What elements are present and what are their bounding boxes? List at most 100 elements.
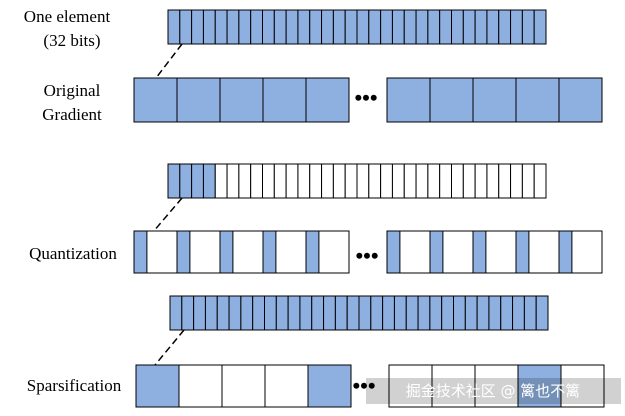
bits-quant-bit [474,163,488,199]
sparsification-cell [178,364,223,408]
bits-top-bit [498,9,512,45]
diagram-shapes [133,9,605,408]
bits-quant-bit [297,163,311,199]
bits-sparse-bit [204,295,218,331]
bits-top-bit [262,9,275,45]
bits-quant-bit [321,163,334,199]
label-quantization: Quantization [29,244,117,263]
original-cell [515,77,560,123]
bits-top-bit [309,9,323,45]
bits-top-bit [439,9,452,45]
bits-sparse-bit [252,295,265,331]
label-sparsification: Sparsification [27,376,122,395]
sparsification-cell [431,364,476,408]
bits-sparse-bit [382,295,395,331]
bits-top-bit [368,9,382,45]
ellipsis-original: ••• [354,85,377,110]
original-cell [176,77,221,123]
bits-sparse-bit [228,295,242,331]
bits-sparse-bit [393,295,407,331]
bits-quant-bit [332,163,346,199]
bits-quant-bit [498,163,512,199]
bits-sparse-bit [441,295,454,331]
bits-sparse-bit [193,295,206,331]
bits-quant-bit [403,163,417,199]
original-cell [262,77,307,123]
quantization-cell-fill [176,230,191,274]
bits-top-bit [273,9,287,45]
watermark-text: 掘金技术社区 @ 篱也不篱 [406,382,581,400]
bits-top-bit [167,9,181,45]
bits-quant-bit [309,163,323,199]
bits-sparse-bit [323,295,336,331]
bits-quant-bit [226,163,240,199]
original-cell [219,77,264,123]
bits-sparse-bit [476,295,490,331]
bits-quant-bit [451,163,464,199]
sparsification-cell [307,364,352,408]
bits-top-bit [238,9,252,45]
bits-quant-bit [202,163,216,199]
bits-quant-bit [415,163,429,199]
bits-sparse-bit [334,295,348,331]
bits-quant-bit [486,163,500,199]
label-gradient: Gradient [42,105,102,124]
bits-sparse-bit [500,295,514,331]
quantization-cell-fill [515,230,530,274]
sparsification-cell [135,364,180,408]
bits-quant-bit [179,163,193,199]
bits-top-bit [191,9,204,45]
original-cell [305,77,350,123]
bits-top-bit [297,9,311,45]
ellipsis-sparsification: ••• [352,373,375,398]
bits-quant-bit [462,163,476,199]
bits-quant-bit [191,163,204,199]
sparsification-cell [474,364,519,408]
bits-sparse-bit [181,295,195,331]
original-cell [558,77,603,123]
bits-top-bit [380,9,393,45]
bits-quant-bit [238,163,252,199]
original-cell [133,77,178,123]
bits-sparse-bit [535,295,549,331]
bits-top-bit [344,9,358,45]
bits-sparse-bit [358,295,372,331]
bits-sparse-bit [240,295,254,331]
zoom-line-top [155,43,183,79]
quantization-cell-fill [262,230,277,274]
bits-top-bit [521,9,535,45]
bits-top-bit [427,9,441,45]
quantization-cell-fill [305,230,320,274]
original-cell [429,77,474,123]
quantization-cell-fill [219,230,234,274]
bits-sparse-bit [346,295,360,331]
original-cell [386,77,431,123]
watermark-backdrop [366,378,621,404]
quantization-cell-fill [429,230,444,274]
bits-quant-bit [533,163,547,199]
zoom-line-sparse [154,329,185,366]
sparsification-cell [517,364,562,408]
bits-sparse-bit [169,295,183,331]
ellipsis-quantization: ••• [355,243,378,268]
bits-top-bit [250,9,263,45]
bits-sparse-bit [488,295,502,331]
bits-sparse-bit [299,295,313,331]
bits-quant-bit [167,163,181,199]
bits-sparse-bit [216,295,230,331]
bits-sparse-bit [523,295,537,331]
quantization-cell-fill [558,230,573,274]
bits-sparse-bit [287,295,301,331]
bits-top-bit [474,9,488,45]
bits-sparse-bit [429,295,443,331]
bits-sparse-bit [311,295,325,331]
zoom-line-quant [152,197,183,233]
sparsification-cell [264,364,309,408]
bits-quant-bit [510,163,523,199]
sparsification-cell [221,364,266,408]
bits-top-bit [462,9,476,45]
sparsification-cell [388,364,433,408]
bits-quant-bit [439,163,452,199]
bits-quant-bit [356,163,370,199]
